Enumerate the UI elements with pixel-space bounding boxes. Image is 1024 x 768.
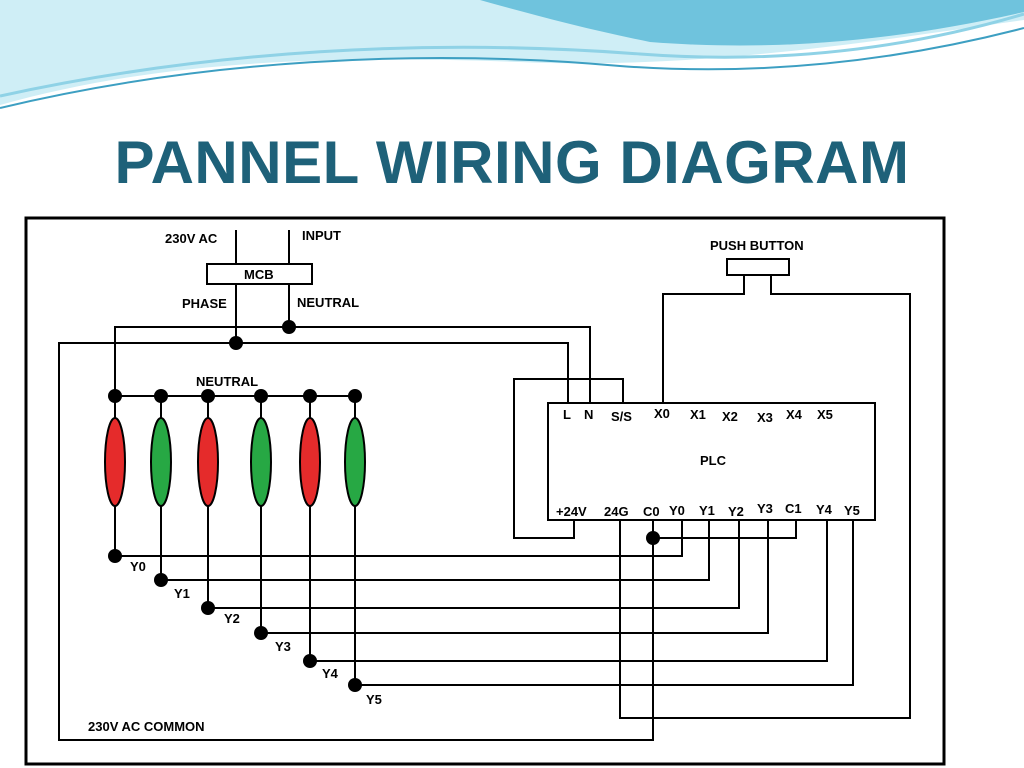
lamp-output-label: Y5: [366, 692, 382, 707]
lamp-green: [344, 417, 366, 507]
lamp-top-node: [108, 389, 122, 403]
header-banner: [0, 0, 1024, 109]
plc-terminal-x2: X2: [722, 409, 738, 424]
output-wiring: [115, 520, 854, 686]
neutral-label: NEUTRAL: [297, 295, 359, 310]
lamp-top-node: [201, 389, 215, 403]
plc-terminal-x4: X4: [786, 407, 803, 422]
lamp-top-node: [303, 389, 317, 403]
phase-junction: [229, 336, 243, 350]
lamp-red: [104, 417, 126, 507]
push-button-cap: [726, 258, 790, 276]
plc-terminal-y3: Y3: [757, 501, 773, 516]
lamp-neutral-label: NEUTRAL: [196, 374, 258, 389]
lamp-top-node: [254, 389, 268, 403]
phase-label: PHASE: [182, 296, 227, 311]
lamp-green: [150, 417, 172, 507]
lamp-output-label: Y0: [130, 559, 146, 574]
supply-voltage-label: 230V AC: [165, 231, 218, 246]
plc-terminal-c1: C1: [785, 501, 802, 516]
common-label: 230V AC COMMON: [88, 719, 205, 734]
plc-label: PLC: [700, 453, 727, 468]
plc-terminal-ss: S/S: [611, 409, 632, 424]
plc-box: [547, 402, 876, 521]
plc-terminal-c0: C0: [643, 504, 660, 519]
lamp-red: [299, 417, 321, 507]
plc-terminal-24g: 24G: [604, 504, 629, 519]
supply-input-label: INPUT: [302, 228, 341, 243]
mcb-box: [206, 263, 313, 285]
plc-terminal-y1: Y1: [699, 503, 715, 518]
mcb-label: MCB: [244, 267, 274, 282]
plc-terminal-y4: Y4: [816, 502, 833, 517]
plc-terminal-y2: Y2: [728, 504, 744, 519]
lamp-output-label: Y4: [322, 666, 339, 681]
banner-wave-line-2: [0, 12, 1024, 98]
plc-terminal-x0: X0: [654, 406, 670, 421]
lamp-output-label: Y1: [174, 586, 190, 601]
banner-wave-line: [0, 27, 1024, 109]
diagram-frame: [24, 216, 946, 766]
plc-terminal-l: L: [563, 407, 571, 422]
c0-junction: [646, 531, 660, 545]
plc-terminal-n: N: [584, 407, 593, 422]
plc-terminal-x5: X5: [817, 407, 833, 422]
lamp-green: [250, 417, 272, 507]
lamp-red: [197, 417, 219, 507]
banner-wave-mid: [480, 0, 1024, 46]
neutral-junction: [282, 320, 296, 334]
plc-terminal-x1: X1: [690, 407, 706, 422]
plc-terminal-y0: Y0: [669, 503, 685, 518]
lamp-output-label: Y2: [224, 611, 240, 626]
plc-terminal-x3: X3: [757, 410, 773, 425]
page-title: PANNEL WIRING DIAGRAM: [114, 129, 910, 196]
plc-bottom-terminals: +24V 24G C0 Y0 Y1 Y2 Y3 C1 Y4 Y5: [556, 501, 860, 519]
plc-terminal-24v: +24V: [556, 504, 587, 519]
push-button-label: PUSH BUTTON: [710, 238, 804, 253]
lamp-top-node: [348, 389, 362, 403]
lamp-top-node: [154, 389, 168, 403]
lamp-output-label: Y3: [275, 639, 291, 654]
plc-terminal-y5: Y5: [844, 503, 860, 518]
